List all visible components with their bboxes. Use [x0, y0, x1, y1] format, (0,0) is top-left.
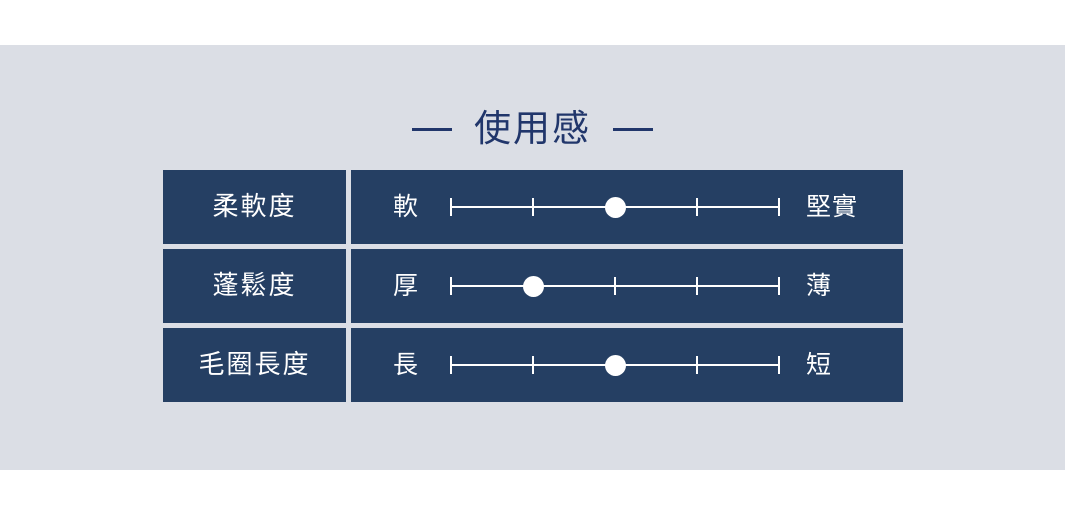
attribute-label-cell: 蓬鬆度	[163, 249, 346, 323]
scale-tick	[696, 356, 698, 374]
table-row: 柔軟度 軟 堅實	[163, 170, 903, 244]
scale-cell: 軟 堅實	[351, 170, 903, 244]
scale-tick	[450, 198, 452, 216]
scale-cell: 長 短	[351, 328, 903, 402]
scale-right-label: 堅實	[806, 193, 859, 221]
scale-track[interactable]	[450, 354, 780, 376]
scale-right-label: 短	[806, 351, 833, 379]
scale-marker	[604, 354, 626, 376]
scale-tick	[450, 356, 452, 374]
scale-right-label: 薄	[806, 272, 833, 300]
scale-track[interactable]	[450, 275, 780, 297]
table-row: 蓬鬆度 厚 薄	[163, 249, 903, 323]
scale-tick	[778, 198, 780, 216]
section-title: 使用感	[0, 103, 1065, 155]
scale-marker	[604, 196, 626, 218]
attribute-label: 柔軟度	[212, 192, 297, 221]
scale-tick	[778, 356, 780, 374]
scale-tick	[532, 198, 534, 216]
attribute-label-cell: 毛圈長度	[163, 328, 346, 402]
scale-cell: 厚 薄	[351, 249, 903, 323]
scale-left-label: 軟	[393, 193, 420, 221]
scale-track[interactable]	[450, 196, 780, 218]
table-row: 毛圈長度 長 短	[163, 328, 903, 402]
title-right-rule-icon	[613, 127, 653, 131]
scale-tick	[696, 198, 698, 216]
scale-left-label: 厚	[393, 272, 420, 300]
attribute-label: 蓬鬆度	[212, 271, 297, 300]
scale-tick	[778, 277, 780, 295]
attribute-label-cell: 柔軟度	[163, 170, 346, 244]
scale-tick	[614, 277, 616, 295]
scale-left-label: 長	[393, 351, 420, 379]
title-left-rule-icon	[412, 127, 452, 131]
scale-tick	[532, 356, 534, 374]
scale-tick	[696, 277, 698, 295]
scale-marker	[522, 275, 544, 297]
attribute-label: 毛圈長度	[198, 350, 311, 379]
usage-feel-table: 柔軟度 軟 堅實 蓬鬆度 厚	[163, 170, 903, 402]
scale-tick	[450, 277, 452, 295]
page-title: 使用感	[474, 108, 591, 150]
